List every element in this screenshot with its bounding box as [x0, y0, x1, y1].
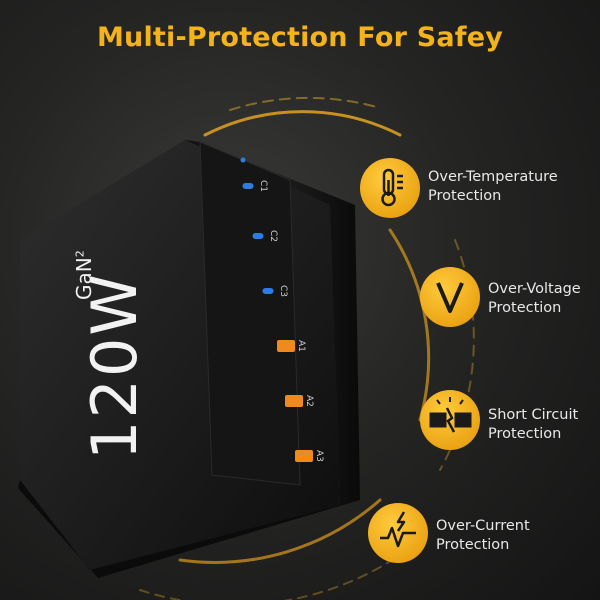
- feature-line2: Protection: [428, 188, 502, 204]
- feature-line2: Protection: [488, 300, 562, 316]
- headline: Multi-Protection For Safey: [96, 22, 504, 53]
- voltage-v-icon: [436, 282, 464, 313]
- port-group: [240, 157, 313, 462]
- port-a2: [285, 395, 303, 407]
- feature-line1: Over-Voltage: [488, 281, 581, 297]
- feature-line1: Short Circuit: [488, 407, 579, 423]
- thermometer-icon: [381, 168, 403, 207]
- charger-body: [18, 140, 360, 578]
- port-c1: [242, 183, 254, 189]
- voltage-badge: [420, 267, 480, 327]
- short-circuit-badge: [420, 390, 480, 450]
- feature-over-voltage: Over-Voltage Protection: [488, 280, 581, 318]
- port-a1: [277, 340, 295, 352]
- feature-over-temperature: Over-Temperature Protection: [428, 168, 558, 206]
- feature-line1: Over-Temperature: [428, 169, 558, 185]
- current-badge: [368, 503, 428, 563]
- feature-line2: Protection: [436, 537, 510, 553]
- short-circuit-icon: [429, 397, 472, 433]
- port-a3: [295, 450, 313, 462]
- power-indicator-light: [240, 157, 246, 163]
- thermometer-badge: [360, 158, 420, 218]
- current-bolt-icon: [380, 511, 416, 548]
- feature-over-current: Over-Current Protection: [436, 517, 530, 555]
- port-c3: [262, 288, 274, 294]
- feature-short-circuit: Short Circuit Protection: [488, 406, 578, 444]
- feature-line1: Over-Current: [436, 518, 530, 534]
- feature-line2: Protection: [488, 426, 562, 442]
- port-c2: [252, 233, 264, 239]
